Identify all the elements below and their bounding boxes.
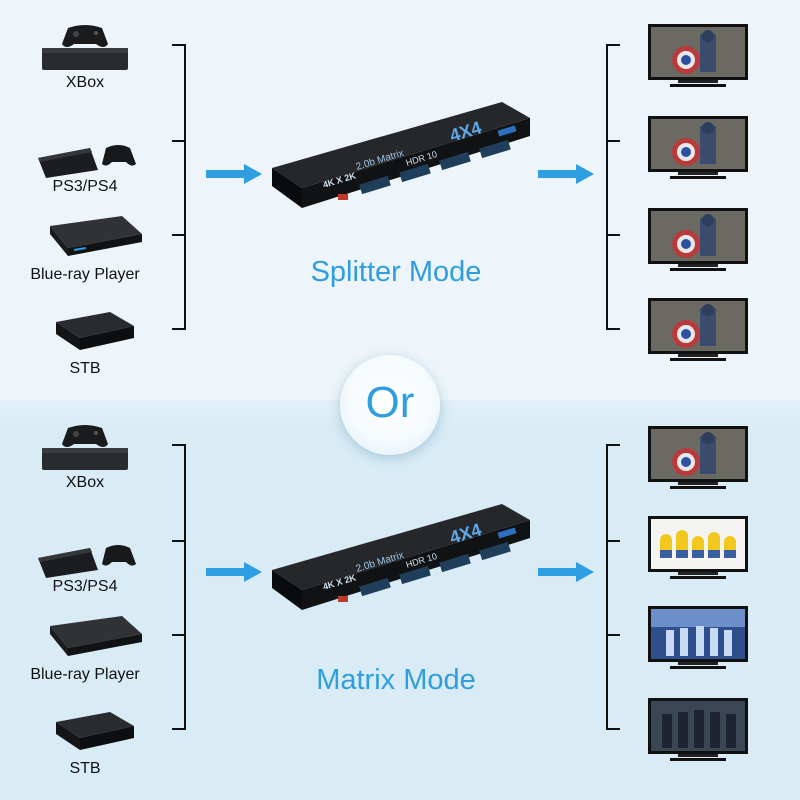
- input-bracket: [172, 444, 186, 730]
- tv-display: [648, 698, 748, 761]
- arrow-right-icon: [206, 562, 262, 582]
- bracket-tick: [606, 540, 620, 542]
- bracket-tick: [172, 140, 186, 142]
- set-top-box-icon: [10, 300, 160, 352]
- tv-display: [648, 24, 748, 87]
- playstation-icon: [10, 518, 160, 578]
- source-stb: STB: [10, 700, 160, 778]
- tv-display: [648, 208, 748, 271]
- matrix-mode-title: Matrix Mode: [316, 664, 476, 696]
- bluray-player-icon: [10, 606, 160, 658]
- tv-display: [648, 606, 748, 669]
- tv-display: [648, 116, 748, 179]
- device-label: PS3/PS4: [52, 178, 118, 195]
- source-playstation: PS3/PS4: [10, 518, 160, 596]
- arrow-right-icon: [538, 164, 594, 184]
- arrow-right-icon: [538, 562, 594, 582]
- tv-display: [648, 516, 748, 579]
- bracket-tick: [172, 540, 186, 542]
- source-bluray: Blue-ray Player: [10, 606, 160, 684]
- tv-display: [648, 298, 748, 361]
- xbox-icon: [10, 414, 160, 470]
- source-playstation: PS3/PS4: [10, 118, 160, 196]
- or-divider-badge: Or: [340, 355, 440, 455]
- bracket-tick: [172, 634, 186, 636]
- hdmi-matrix-device: 2.0b Matrix 4X4 4K X 2K HDR 10: [272, 102, 530, 208]
- playstation-icon: [10, 118, 160, 178]
- device-label: XBox: [65, 74, 105, 91]
- output-bracket: [606, 44, 620, 330]
- bracket-tick: [606, 634, 620, 636]
- device-label: Blue-ray Player: [30, 666, 140, 683]
- output-bracket: [606, 444, 620, 730]
- set-top-box-icon: [10, 700, 160, 752]
- hdmi-matrix-device: 2.0b Matrix 4X4 4K X 2K HDR 10: [272, 504, 530, 610]
- arrow-right-icon: [206, 164, 262, 184]
- source-stb: STB: [10, 300, 160, 378]
- device-label: STB: [69, 360, 101, 377]
- splitter-mode-title: Splitter Mode: [310, 256, 482, 288]
- source-bluray: Blue-ray Player: [10, 206, 160, 284]
- splitter-mode-panel: XBox PS3/PS4 Blue-ray Player: [0, 0, 800, 400]
- input-bracket: [172, 44, 186, 330]
- matrix-mode-panel: XBox PS3/PS4 Blue-ray Player: [0, 400, 800, 800]
- tv-display: [648, 426, 748, 489]
- device-label: Blue-ray Player: [30, 266, 140, 283]
- bracket-tick: [172, 234, 186, 236]
- xbox-icon: [10, 14, 160, 70]
- bluray-player-icon: [10, 206, 160, 258]
- bracket-tick: [606, 140, 620, 142]
- device-label: XBox: [65, 474, 105, 491]
- device-label: STB: [69, 760, 101, 777]
- source-xbox: XBox: [10, 414, 160, 492]
- bracket-tick: [606, 234, 620, 236]
- device-label: PS3/PS4: [52, 578, 118, 595]
- source-xbox: XBox: [10, 14, 160, 92]
